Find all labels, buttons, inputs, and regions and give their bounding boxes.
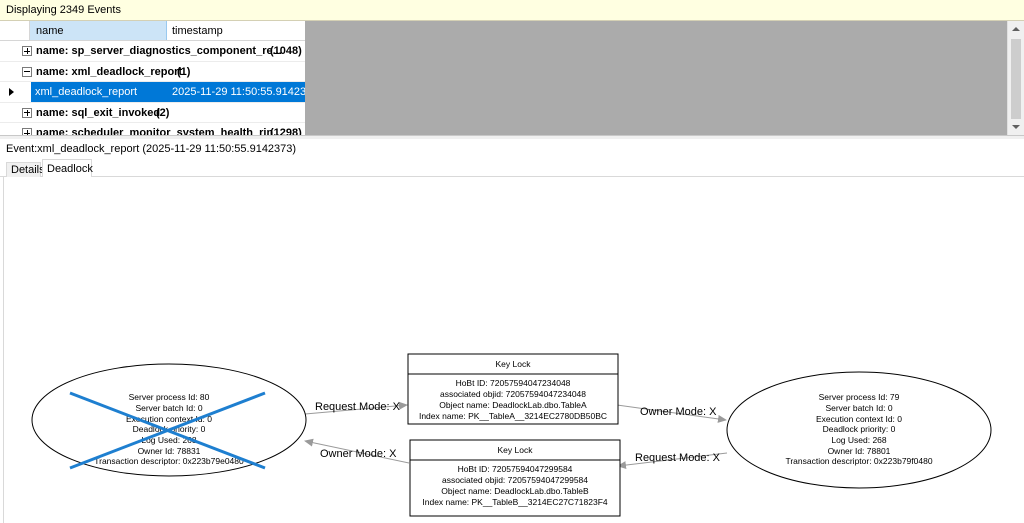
other-process-line: Deadlock priority: 0 bbox=[823, 424, 896, 434]
victim-process-line: Server process Id: 80 bbox=[129, 392, 210, 402]
other-process-line: Owner Id: 78801 bbox=[828, 446, 891, 456]
event-grid[interactable]: name timestamp name: sp_server_diagnosti… bbox=[0, 21, 305, 135]
grid-vertical-scrollbar[interactable] bbox=[1007, 21, 1024, 135]
victim-process-line: Owner Id: 78831 bbox=[138, 446, 201, 456]
scroll-down-button[interactable] bbox=[1008, 119, 1024, 135]
event-timestamp-cell[interactable]: 2025-11-29 11:50:55.9142373 bbox=[167, 82, 305, 102]
tab-details[interactable]: Details bbox=[6, 162, 45, 177]
grid-header: name timestamp bbox=[0, 21, 305, 41]
key-lock-node-table-b[interactable]: Key Lock HoBt ID: 72057594047299584 asso… bbox=[409, 439, 621, 517]
current-row-arrow-icon bbox=[9, 88, 14, 96]
group-count: (1048) bbox=[270, 45, 302, 57]
group-count: (1) bbox=[177, 65, 191, 78]
grid-header-gutter bbox=[0, 21, 30, 40]
lock-b-line: associated objid: 72057594047299584 bbox=[442, 475, 588, 485]
edge-lock-a-owner-other bbox=[616, 404, 727, 423]
group-row-sp-server-diagnostics[interactable]: name: sp_server_diagnostics_component_re… bbox=[0, 41, 305, 62]
key-lock-node-table-a[interactable]: Key Lock HoBt ID: 72057594047234048 asso… bbox=[407, 353, 619, 425]
victim-process-line: Transaction descriptor: 0x223b79e0480 bbox=[94, 456, 244, 466]
group-row-sql-exit-invoked[interactable]: name: sql_exit_invoked (2) bbox=[0, 103, 305, 123]
edge-victim-request-lock-a bbox=[304, 401, 408, 415]
group-row-xml-deadlock-report[interactable]: name: xml_deadlock_report (1) bbox=[0, 62, 305, 82]
event-name-cell[interactable]: xml_deadlock_report bbox=[31, 82, 167, 102]
lock-b-title: Key Lock bbox=[498, 445, 534, 455]
expand-icon[interactable] bbox=[22, 46, 32, 56]
edge-other-request-lock-b bbox=[617, 452, 728, 470]
expand-icon[interactable] bbox=[22, 128, 32, 135]
event-row-selected[interactable]: xml_deadlock_report 2025-11-29 11:50:55.… bbox=[0, 82, 305, 103]
deadlock-graph: Request Mode: X Owner Mode: X Request Mo… bbox=[31, 353, 992, 517]
column-header-timestamp[interactable]: timestamp bbox=[172, 25, 223, 37]
lock-b-line: HoBt ID: 72057594047299584 bbox=[458, 464, 573, 474]
event-detail-title: Event:xml_deadlock_report (2025-11-29 11… bbox=[6, 143, 297, 155]
pane-splitter[interactable] bbox=[0, 135, 1024, 139]
scroll-up-button[interactable] bbox=[1008, 21, 1024, 37]
lock-a-line: associated objid: 72057594047234048 bbox=[440, 389, 586, 399]
group-row-scheduler-monitor[interactable]: name: scheduler_monitor_system_health_ri… bbox=[0, 123, 305, 135]
victim-process-line: Execution context Id: 0 bbox=[126, 414, 212, 424]
group-label: name: sp_server_diagnostics_component_re… bbox=[36, 45, 282, 57]
lock-a-title: Key Lock bbox=[496, 359, 532, 369]
lock-b-line: Object name: DeadlockLab.dbo.TableB bbox=[441, 486, 589, 496]
collapse-icon[interactable] bbox=[22, 66, 32, 77]
victim-cross-mark bbox=[69, 391, 266, 470]
other-process-line: Log Used: 268 bbox=[831, 435, 887, 445]
expand-icon[interactable] bbox=[22, 107, 32, 118]
edge-label-other-request: Request Mode: X bbox=[635, 452, 721, 464]
column-header-name[interactable]: name bbox=[30, 21, 167, 40]
lock-b-line: Index name: PK__TableB__3214EC27C71823F4 bbox=[422, 497, 608, 507]
event-count-text: Displaying 2349 Events bbox=[6, 4, 121, 16]
group-label: name: sql_exit_invoked bbox=[36, 106, 161, 119]
lock-a-line: Object name: DeadlockLab.dbo.TableA bbox=[439, 400, 587, 410]
lock-a-line: Index name: PK__TableA__3214EC2780DB50BC bbox=[419, 411, 607, 421]
group-count: (1298) bbox=[270, 127, 302, 135]
victim-process-line: Log Used: 268 bbox=[141, 435, 197, 445]
edge-lock-b-owner-victim bbox=[304, 438, 410, 464]
edge-label-victim-request: Request Mode: X bbox=[315, 401, 401, 413]
tab-deadlock[interactable]: Deadlock bbox=[42, 159, 93, 178]
detail-tabstrip: Details Deadlock bbox=[0, 159, 1024, 178]
group-label: name: scheduler_monitor_system_health_ri… bbox=[36, 127, 283, 135]
other-process-line: Server process Id: 79 bbox=[819, 392, 900, 402]
deadlock-graph-canvas: Request Mode: X Owner Mode: X Request Mo… bbox=[3, 177, 1021, 523]
group-label: name: xml_deadlock_report bbox=[36, 65, 183, 78]
scroll-thumb[interactable] bbox=[1011, 39, 1021, 119]
victim-process-line: Server batch Id: 0 bbox=[135, 403, 202, 413]
other-process-line: Server batch Id: 0 bbox=[825, 403, 892, 413]
arrow-up-icon bbox=[1012, 27, 1020, 31]
edge-label-lock-b-owner: Owner Mode: X bbox=[320, 448, 397, 460]
group-count: (2) bbox=[156, 106, 170, 119]
event-grid-pane: name timestamp name: sp_server_diagnosti… bbox=[0, 21, 1024, 135]
other-process-line: Transaction descriptor: 0x223b79f0480 bbox=[785, 456, 932, 466]
arrow-down-icon bbox=[1012, 125, 1020, 129]
victim-process-node[interactable]: Server process Id: 80 Server batch Id: 0… bbox=[31, 363, 307, 477]
other-process-line: Execution context Id: 0 bbox=[816, 414, 902, 424]
other-process-node[interactable]: Server process Id: 79 Server batch Id: 0… bbox=[726, 371, 992, 489]
lock-a-line: HoBt ID: 72057594047234048 bbox=[456, 378, 571, 388]
edge-label-lock-a-owner: Owner Mode: X bbox=[640, 406, 717, 418]
event-count-banner: Displaying 2349 Events bbox=[0, 0, 1024, 21]
